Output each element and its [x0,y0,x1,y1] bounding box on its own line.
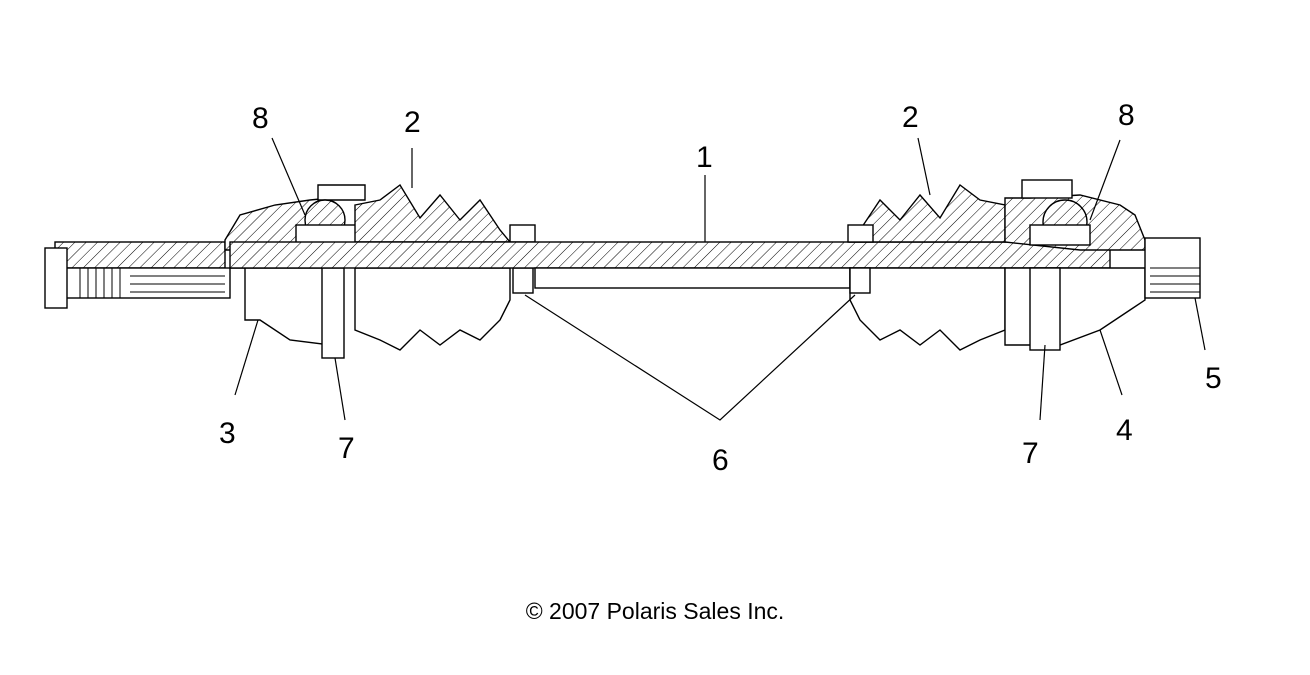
copyright-notice: © 2007 Polaris Sales Inc. [525,598,785,624]
callout-1: 1 [696,141,713,174]
left-stub-shaft [44,241,231,309]
callout-8-right: 8 [1118,99,1135,132]
main-shaft [229,241,1111,289]
callout-7-left: 7 [338,432,355,465]
callout-2-left: 2 [404,106,421,139]
left-outer-cv-housing [224,184,366,359]
callout-6: 6 [712,444,729,477]
callout-3: 3 [219,417,236,450]
callout-8-left: 8 [252,102,269,135]
callout-7-right: 7 [1022,437,1039,470]
callout-2-right: 2 [902,101,919,134]
right-boot [847,183,1006,351]
leader-lines [234,137,1206,421]
right-inner-cv-housing [1004,179,1146,351]
right-stub-shaft [1144,237,1201,299]
callout-5: 5 [1205,362,1222,395]
callout-4: 4 [1116,414,1133,447]
